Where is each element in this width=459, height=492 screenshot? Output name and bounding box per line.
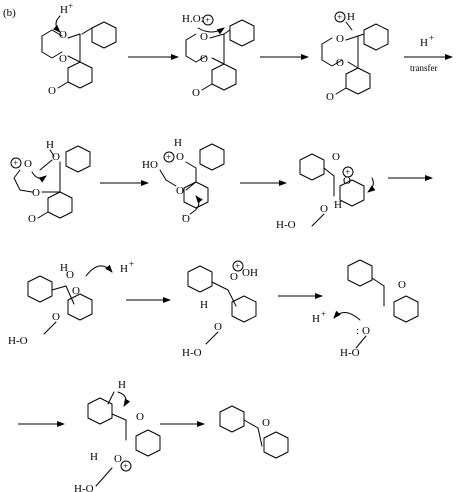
svg-text:O: O [398, 279, 406, 291]
svg-text:H-O: H-O [74, 483, 94, 492]
svg-text:O: O [28, 213, 36, 225]
svg-text:H: H [420, 37, 428, 49]
svg-text:O: O [32, 187, 40, 199]
svg-text:OH: OH [242, 267, 258, 279]
svg-text:H: H [120, 263, 128, 275]
svg-text:H: H [334, 199, 342, 211]
svg-text:O: O [48, 85, 56, 97]
svg-text:+: + [321, 309, 326, 319]
svg-text:H: H [90, 451, 98, 463]
svg-text:+: + [129, 259, 134, 269]
svg-text:+: + [429, 33, 434, 43]
svg-text:H: H [200, 299, 208, 311]
svg-text:O: O [59, 53, 67, 65]
svg-text:+: + [123, 461, 128, 471]
svg-text:O: O [192, 87, 200, 99]
svg-text:+: + [345, 167, 350, 177]
svg-text::: : [356, 325, 359, 337]
svg-text:O: O [176, 151, 184, 163]
svg-text:+: + [13, 158, 18, 168]
svg-text:O: O [52, 151, 60, 163]
svg-text:..: .. [182, 208, 187, 218]
svg-text:O: O [326, 91, 334, 103]
svg-text:O: O [362, 325, 370, 337]
svg-text:H-O: H-O [8, 335, 28, 347]
svg-text:H-O: H-O [182, 347, 202, 359]
svg-text:O: O [262, 417, 270, 429]
svg-text:O: O [59, 29, 67, 41]
svg-text:O: O [200, 31, 208, 43]
proton-transfer-arrow: H + transfer [404, 33, 453, 73]
svg-text:HO: HO [142, 159, 158, 171]
structure-7: H O O O H-O H + [8, 259, 134, 347]
svg-text:O: O [200, 53, 208, 65]
svg-text:O: O [336, 33, 344, 45]
svg-text:O: O [336, 57, 344, 69]
structure-2: H.O: + O O O [182, 13, 255, 99]
svg-text:+: + [166, 152, 171, 162]
structure-9: O H + : O H-O [312, 259, 419, 359]
svg-text:O: O [182, 213, 190, 225]
structure-10: H O H O + H-O [74, 379, 161, 492]
svg-text:O: O [320, 203, 328, 215]
svg-text:+: + [337, 12, 342, 22]
svg-text:O: O [136, 411, 144, 423]
svg-text:H-O: H-O [340, 347, 360, 359]
svg-text:O: O [343, 175, 351, 187]
svg-text:H: H [174, 137, 182, 149]
svg-text:H: H [60, 262, 68, 274]
structure-3: + H O O O [321, 11, 389, 103]
svg-text:O: O [332, 151, 340, 163]
structure-1: H+ O O O [41, 1, 117, 97]
svg-text:O: O [114, 453, 122, 465]
structure-5: H + O HO O .. O [142, 137, 225, 225]
svg-text:O: O [52, 311, 60, 323]
structure-6: O + O O H H-O [276, 151, 376, 231]
svg-text:+: + [235, 261, 240, 271]
svg-text:O: O [72, 285, 80, 297]
svg-text:H.O:: H.O: [182, 13, 204, 25]
structure-11-product: O [219, 405, 289, 459]
structure-4: H + O O O O [10, 139, 91, 225]
h-plus-label: H+ [60, 1, 73, 16]
svg-text:transfer: transfer [410, 63, 437, 73]
svg-text:H: H [118, 379, 126, 391]
svg-text:O: O [176, 185, 184, 197]
svg-text:H: H [312, 313, 320, 325]
svg-text:H: H [46, 139, 54, 151]
svg-text:O: O [66, 269, 74, 281]
svg-text:H-O: H-O [276, 219, 296, 231]
svg-text:H: H [347, 11, 355, 23]
svg-text:O: O [24, 158, 32, 170]
svg-text:+: + [205, 15, 210, 25]
svg-text:O: O [230, 271, 238, 283]
part-label: (b) [3, 7, 16, 19]
structure-8: + O OH H O H-O [182, 260, 258, 359]
svg-text:O: O [214, 321, 222, 333]
